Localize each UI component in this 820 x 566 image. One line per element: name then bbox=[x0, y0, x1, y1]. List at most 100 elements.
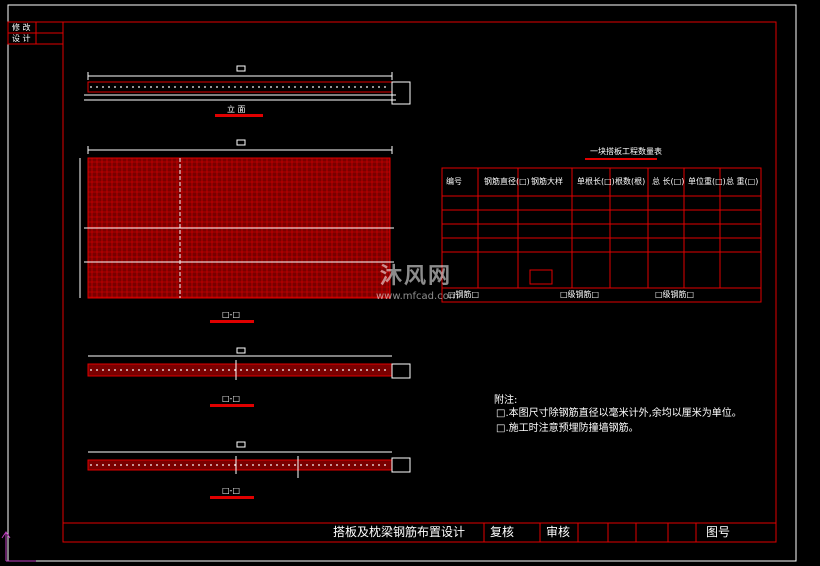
elevation-rebar-dots bbox=[90, 86, 386, 88]
rebar-dot bbox=[258, 369, 260, 371]
section-view-2 bbox=[87, 441, 411, 499]
rebar-dot bbox=[156, 86, 158, 88]
rebar-dot bbox=[276, 86, 278, 88]
table-header-cell: 根数(根) bbox=[615, 177, 646, 186]
rebar-dot bbox=[294, 86, 296, 88]
section2-label: □-□ bbox=[222, 486, 241, 495]
rebar-dot bbox=[306, 369, 308, 371]
rebar-dot bbox=[372, 86, 374, 88]
table-header-cell: 编号 bbox=[446, 177, 462, 186]
rebar-dot bbox=[336, 464, 338, 466]
rebar-dot bbox=[324, 464, 326, 466]
rebar-dot bbox=[228, 86, 230, 88]
rebar-dot bbox=[324, 86, 326, 88]
rebar-dot bbox=[90, 86, 92, 88]
rebar-dot bbox=[246, 464, 248, 466]
rebar-dot bbox=[258, 464, 260, 466]
rebar-dot bbox=[330, 464, 332, 466]
rebar-dot bbox=[282, 369, 284, 371]
rebar-dot bbox=[342, 369, 344, 371]
plan-view bbox=[79, 139, 394, 323]
table-header-cell: 钢筋直径(□) bbox=[484, 177, 530, 186]
rebar-dot bbox=[138, 464, 140, 466]
rebar-dot bbox=[150, 369, 152, 371]
rebar-dot bbox=[360, 464, 362, 466]
rebar-dot bbox=[204, 369, 206, 371]
table-header-cell: 钢筋大样 bbox=[531, 177, 563, 186]
rebar-dot bbox=[354, 369, 356, 371]
rebar-dot bbox=[192, 464, 194, 466]
rebar-dot bbox=[180, 369, 182, 371]
watermark-url: www.mfcad.com bbox=[376, 291, 459, 302]
rebar-dot bbox=[318, 464, 320, 466]
rebar-dot bbox=[210, 86, 212, 88]
rebar-dot bbox=[276, 369, 278, 371]
rebar-dot bbox=[144, 369, 146, 371]
rebar-dot bbox=[90, 369, 92, 371]
section1-rebar-dots bbox=[90, 369, 386, 371]
rebar-dot bbox=[222, 369, 224, 371]
rebar-dot bbox=[216, 464, 218, 466]
audit-label: 审核 bbox=[546, 525, 571, 539]
rebar-dot bbox=[204, 464, 206, 466]
rebar-dot bbox=[264, 86, 266, 88]
rebar-dot bbox=[270, 86, 272, 88]
rebar-dot bbox=[306, 464, 308, 466]
rebar-dot bbox=[156, 369, 158, 371]
notes-heading: 附注: bbox=[494, 395, 518, 406]
rebar-dot bbox=[234, 369, 236, 371]
rebar-dot bbox=[114, 464, 116, 466]
rebar-dot bbox=[102, 464, 104, 466]
rebar-dot bbox=[162, 369, 164, 371]
rebar-dot bbox=[330, 86, 332, 88]
rebar-dot bbox=[348, 464, 350, 466]
rebar-dot bbox=[198, 86, 200, 88]
rebar-dot bbox=[126, 369, 128, 371]
rebar-dot bbox=[144, 86, 146, 88]
rebar-dot bbox=[210, 464, 212, 466]
rebar-dot bbox=[240, 369, 242, 371]
rebar-dot bbox=[108, 369, 110, 371]
rebar-dot bbox=[246, 369, 248, 371]
rebar-dot bbox=[348, 86, 350, 88]
rebar-dot bbox=[222, 86, 224, 88]
rebar-dot bbox=[360, 369, 362, 371]
rebar-dot bbox=[336, 86, 338, 88]
rebar-dot bbox=[240, 86, 242, 88]
rebar-dot bbox=[234, 464, 236, 466]
rebar-dot bbox=[294, 464, 296, 466]
rebar-dot bbox=[216, 86, 218, 88]
rebar-dot bbox=[228, 369, 230, 371]
rebar-dot bbox=[288, 464, 290, 466]
rebar-dot bbox=[378, 369, 380, 371]
rebar-dot bbox=[174, 369, 176, 371]
rebar-dot bbox=[282, 464, 284, 466]
rebar-dot bbox=[96, 86, 98, 88]
rebar-dot bbox=[366, 86, 368, 88]
rebar-dot bbox=[348, 369, 350, 371]
section2-rebar-dots bbox=[90, 464, 386, 466]
rebar-dot bbox=[168, 369, 170, 371]
rebar-dot bbox=[330, 369, 332, 371]
outer-frame bbox=[7, 4, 797, 562]
rebar-dot bbox=[252, 86, 254, 88]
title-block bbox=[63, 522, 776, 542]
table-summary-3: □级钢筋□ bbox=[655, 290, 695, 299]
ucs-axis-icon bbox=[1, 531, 36, 562]
rebar-dot bbox=[300, 86, 302, 88]
rebar-dot bbox=[240, 464, 242, 466]
rebar-dot bbox=[126, 464, 128, 466]
plan-label: □-□ bbox=[222, 310, 241, 319]
rebar-dot bbox=[318, 369, 320, 371]
rebar-dot bbox=[276, 464, 278, 466]
rebar-dot bbox=[366, 369, 368, 371]
rebar-dot bbox=[180, 86, 182, 88]
rebar-dot bbox=[150, 464, 152, 466]
rebar-dot bbox=[90, 464, 92, 466]
rebar-dot bbox=[186, 369, 188, 371]
rebar-dot bbox=[216, 369, 218, 371]
rebar-dot bbox=[378, 464, 380, 466]
side-label-bottom: 设 计 bbox=[12, 34, 31, 43]
rebar-dot bbox=[180, 464, 182, 466]
rebar-dot bbox=[366, 464, 368, 466]
